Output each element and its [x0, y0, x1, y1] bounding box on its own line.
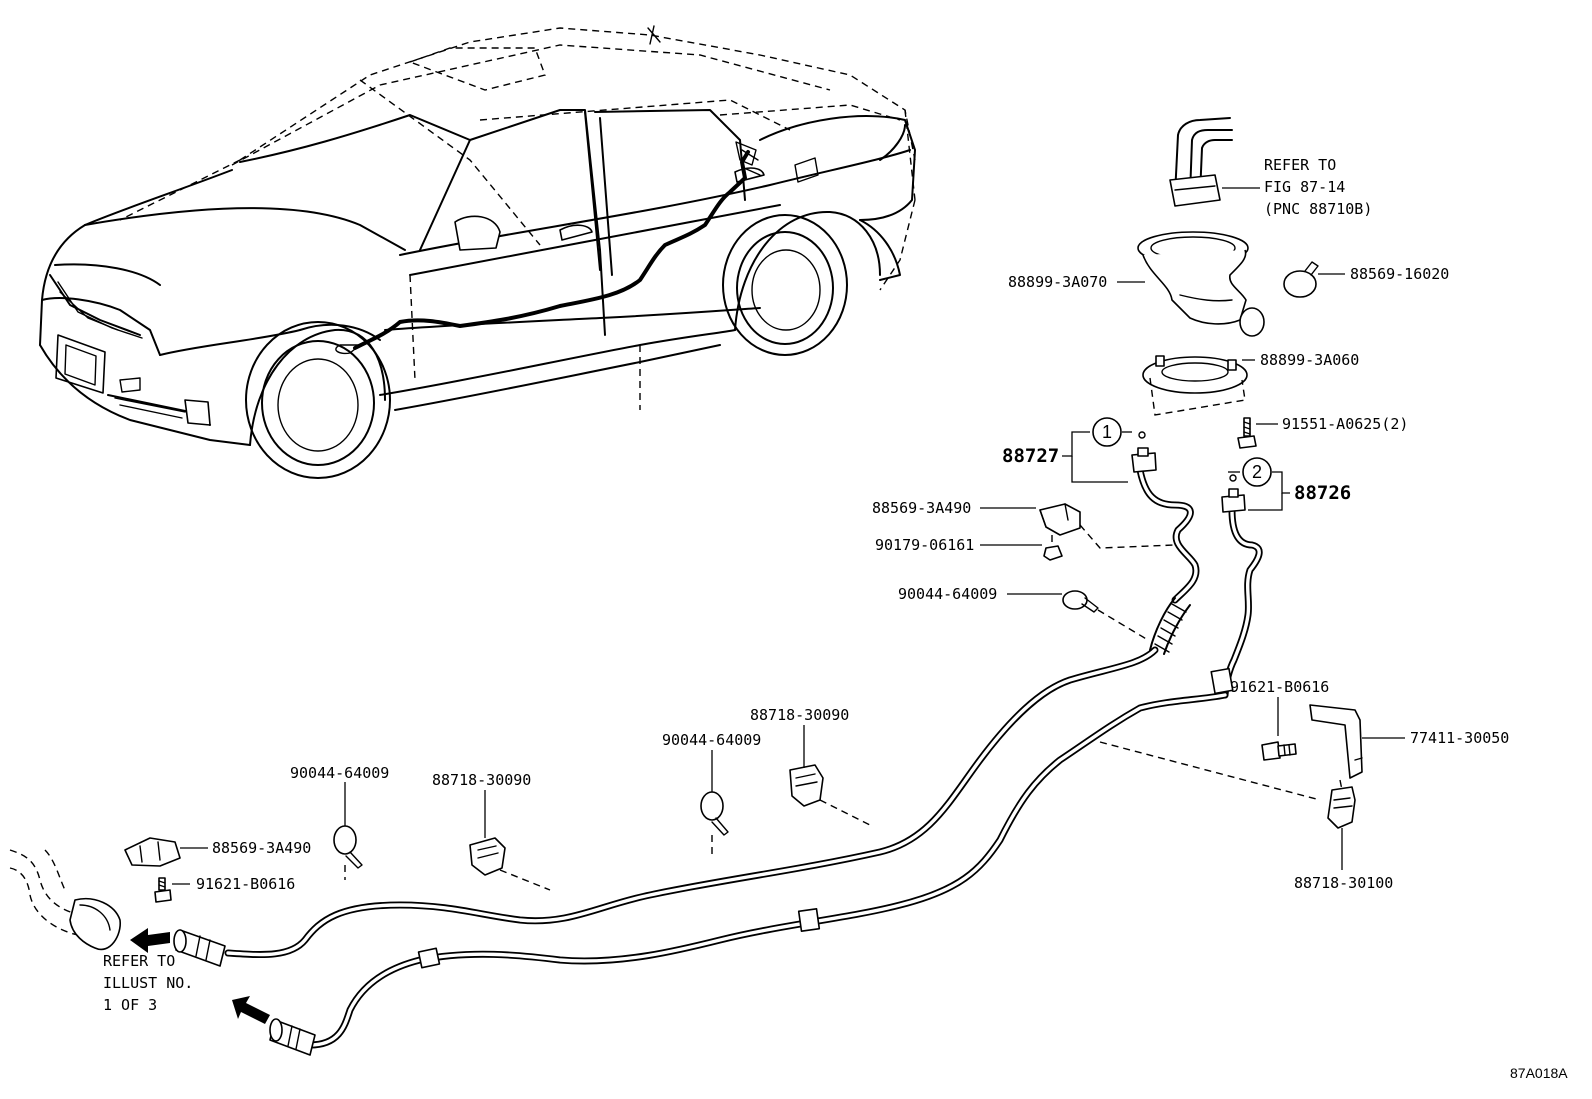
label-91621-B0616-right: 91621-B0616: [1230, 678, 1329, 696]
tie-strap-left: [333, 825, 357, 855]
fuel-lines: [9, 646, 1363, 1056]
filler-neck-assembly: [1137, 117, 1319, 449]
circle-marker-1-label: 1: [1102, 422, 1112, 442]
refer-illust-line2: ILLUST NO.: [103, 974, 193, 992]
pipe-clamp-left: [469, 837, 506, 876]
refer-fig-line3: (PNC 88710B): [1264, 200, 1372, 218]
refer-illust-line1: REFER TO: [103, 952, 175, 970]
label-88569-16020: 88569-16020: [1350, 265, 1449, 283]
filler-neck-body: [1142, 249, 1247, 325]
label-88727: 88727: [1002, 445, 1059, 467]
grommet: [1169, 174, 1221, 207]
label-88718-30090-left: 88718-30090: [432, 771, 531, 789]
refer-illust-line3: 1 OF 3: [103, 996, 157, 1014]
car-illustration: [39, 25, 916, 479]
hose-clamp-icon: [1283, 270, 1317, 298]
label-88899-3A060: 88899-3A060: [1260, 351, 1359, 369]
filler-outlet: [1239, 307, 1265, 337]
bolt-icon-right: [1261, 741, 1297, 761]
label-90044-64009-upper: 90044-64009: [898, 585, 997, 603]
label-88899-3A070: 88899-3A070: [1008, 273, 1107, 291]
bracket-upper: [1039, 503, 1081, 536]
refer-fig-line2: FIG 87-14: [1264, 178, 1345, 196]
refer-fig-line1: REFER TO: [1264, 156, 1336, 174]
circle-marker-2: [1242, 457, 1272, 487]
breather-hoses: [1039, 431, 1263, 699]
label-88718-30090-mid: 88718-30090: [750, 706, 849, 724]
label-88569-3A490-lower: 88569-3A490: [212, 839, 311, 857]
label-77411-30050: 77411-30050: [1410, 729, 1509, 747]
label-90179-06161: 90179-06161: [875, 536, 974, 554]
part-labels: REFER TO FIG 87-14 (PNC 88710B) 88899-3A…: [103, 156, 1568, 1081]
bolt-icon: [1237, 417, 1257, 449]
label-88726: 88726: [1294, 482, 1351, 504]
bracket-lower: [124, 837, 181, 867]
tie-strap-mid: [700, 791, 724, 821]
label-90044-64009-mid: 90044-64009: [662, 731, 761, 749]
label-91551-A0625: 91551-A0625(2): [1282, 415, 1408, 433]
label-90044-64009-left: 90044-64009: [290, 764, 389, 782]
pipe-clamp-mid: [789, 764, 824, 807]
bolt-icon-left: [154, 877, 172, 903]
pipe-clamp-right: [1327, 786, 1356, 829]
figure-code: 87A018A: [1510, 1065, 1568, 1081]
circle-marker-2-label: 2: [1252, 462, 1262, 482]
leader-lines: [172, 187, 1405, 885]
label-88718-30100: 88718-30100: [1294, 874, 1393, 892]
label-91621-B0616-left: 91621-B0616: [196, 875, 295, 893]
circle-marker-1: [1092, 417, 1122, 447]
nut-icon: [1043, 545, 1063, 561]
label-88569-3A490-upper: 88569-3A490: [872, 499, 971, 517]
bracket-77411: [1309, 704, 1363, 779]
